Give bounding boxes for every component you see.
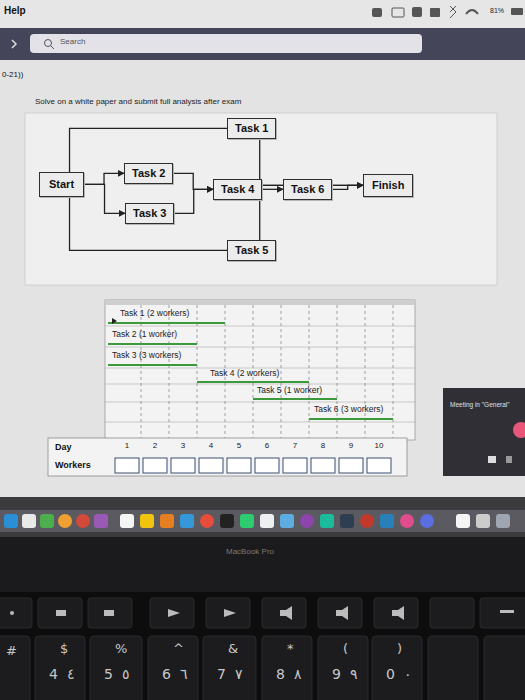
node-text: Task 2: [132, 167, 165, 180]
gantt-task-label: Task 1 (2 workers): [120, 309, 189, 319]
node-text: Task 6: [291, 183, 324, 196]
task-box: Task 6: [283, 179, 332, 200]
key-legend: ٩: [350, 666, 358, 682]
node-text: Start: [49, 178, 74, 191]
day-number: 3: [169, 441, 197, 450]
key-legend: 5: [104, 666, 113, 682]
task-box: Task 2: [124, 163, 173, 184]
node-text: Task 4: [221, 183, 254, 196]
key-legend: *: [287, 642, 294, 657]
flow-arrow: [84, 184, 125, 213]
day-number: 6: [253, 441, 281, 450]
day-number: 10: [365, 441, 393, 450]
task-box: Task 4: [213, 179, 262, 200]
key-legend: ٤: [67, 666, 75, 682]
day-number: 2: [141, 441, 169, 450]
key-legend: 0: [386, 666, 395, 682]
screen-text: Day: [55, 442, 72, 452]
terminal-box: Start: [39, 172, 84, 197]
day-number: 5: [225, 441, 253, 450]
key-legend: ٧: [235, 666, 243, 682]
screen-text: Solve on a white paper and submit full a…: [35, 97, 241, 106]
terminal-box: Finish: [363, 174, 413, 197]
key-legend: ٠: [404, 666, 412, 682]
key-legend: 8: [276, 666, 285, 682]
key-legend: ): [397, 642, 402, 657]
flow-arrow: [70, 197, 227, 251]
gantt-task-label: Task 5 (1 worker): [257, 386, 322, 396]
day-number: 8: [309, 441, 337, 450]
key-legend: ٦: [180, 666, 188, 682]
key-legend: $: [60, 642, 68, 657]
screen-text: Meeting in "General": [450, 401, 510, 408]
day-number: 4: [197, 441, 225, 450]
key-legend: 6: [162, 666, 171, 682]
key-legend: ٨: [294, 666, 302, 682]
key-legend: (: [343, 642, 348, 657]
key-legend: ^: [173, 642, 184, 657]
flow-arrow: [174, 189, 213, 213]
task-box: Task 5: [227, 240, 276, 261]
flow-arrow: [84, 173, 124, 184]
gantt-task-label: Task 2 (1 worker): [112, 330, 177, 340]
screen-text: Workers: [55, 460, 91, 470]
key-legend: %: [115, 642, 127, 657]
flow-arrow: [173, 173, 213, 189]
task-box: Task 3: [125, 203, 174, 224]
key-legend: #: [6, 644, 17, 659]
key-legend: 7: [217, 666, 226, 682]
key-legend: 9: [332, 666, 341, 682]
flow-arrow: [262, 189, 283, 190]
node-text: Finish: [372, 179, 404, 192]
screen-text: Help: [4, 5, 26, 17]
key-legend: 4: [49, 666, 58, 682]
screen-text: Search: [60, 37, 85, 46]
key-legend: &: [228, 642, 238, 657]
key-legend: ٥: [122, 666, 130, 682]
screen-text: 0-21)): [2, 70, 23, 79]
gantt-task-label: Task 6 (3 workers): [314, 405, 383, 415]
node-text: Task 1: [235, 122, 268, 135]
day-number: 7: [281, 441, 309, 450]
screen-text: 81%: [490, 7, 504, 15]
node-text: Task 3: [133, 207, 166, 220]
day-number: 1: [113, 441, 141, 450]
node-text: Task 5: [235, 244, 268, 257]
gantt-task-label: Task 4 (2 workers): [210, 369, 279, 379]
gantt-task-label: Task 3 (3 workers): [112, 351, 181, 361]
screen-text: MacBook Pro: [226, 547, 274, 556]
day-number: 9: [337, 441, 365, 450]
task-box: Task 1: [227, 118, 276, 139]
